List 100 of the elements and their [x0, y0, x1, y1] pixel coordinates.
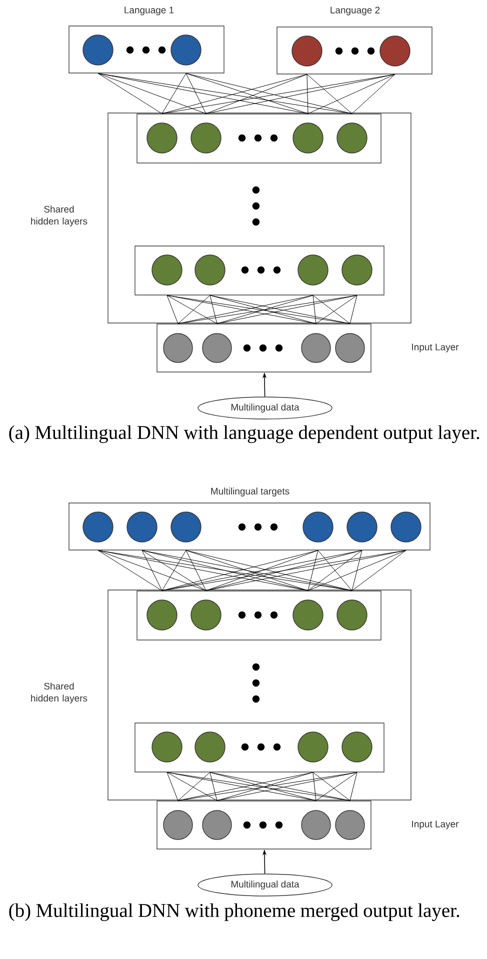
neuron-circle	[202, 333, 232, 363]
connection-line	[318, 550, 352, 591]
connection-line	[162, 550, 186, 591]
neuron-circle	[390, 512, 422, 542]
connection-line	[186, 73, 206, 114]
connection-line	[186, 550, 352, 591]
connection-line	[166, 772, 178, 801]
connection-line	[142, 550, 206, 591]
connection-line	[350, 772, 358, 801]
layer-box: Language 2	[276, 6, 432, 74]
connection-line	[178, 772, 210, 801]
neuron-circle	[302, 512, 334, 542]
neuron-circle	[170, 34, 202, 66]
neuron-circle	[380, 36, 410, 66]
node-label: Language 2	[330, 6, 380, 16]
connection-line	[312, 295, 350, 324]
connection-line	[206, 74, 396, 114]
layer-box	[136, 590, 382, 640]
neuron-circle	[346, 512, 378, 542]
neuron-circle	[298, 732, 328, 762]
neuron-circle	[194, 732, 226, 762]
connection-line	[178, 295, 210, 324]
connection-line	[98, 550, 352, 591]
connection-line	[352, 550, 406, 591]
layer-box	[136, 114, 382, 164]
neuron-circle	[82, 512, 114, 542]
layer-box: Input Layer	[156, 800, 459, 850]
neuron-circle	[336, 122, 368, 154]
neuron-circle	[163, 333, 193, 363]
connection-line	[186, 73, 308, 114]
neuron-circle	[336, 600, 368, 630]
neuron-circle	[202, 810, 232, 840]
layer-box: Shared hidden layers	[31, 112, 412, 324]
connection-line	[312, 772, 316, 801]
caption: (b) Multilingual DNN with phoneme merged output layer.	[9, 903, 460, 922]
neuron-circle	[152, 254, 182, 286]
connection-line	[352, 74, 396, 114]
connection-line	[98, 550, 162, 591]
connection-line	[210, 772, 218, 801]
connection-line	[142, 550, 308, 591]
neuron-circle	[126, 512, 158, 542]
node-label: Language 1	[124, 6, 174, 16]
neuron-circle	[170, 512, 202, 542]
connection-line	[186, 550, 308, 591]
connection-line	[206, 550, 406, 591]
connection-line	[308, 550, 362, 591]
neuron-circle	[292, 36, 322, 66]
node-label: Shared hidden layers	[31, 682, 88, 704]
layer-box: Input Layer	[156, 324, 459, 372]
connection-line	[186, 550, 206, 591]
node-label: Input Layer	[412, 344, 459, 352]
connection-line	[308, 74, 396, 114]
connection-line	[162, 74, 396, 114]
layer-box	[134, 246, 384, 296]
connection-line	[162, 74, 308, 114]
neuron-circle	[163, 810, 193, 840]
connection-line	[308, 550, 406, 591]
node-label: Shared hidden layers	[31, 206, 88, 226]
connection-line	[352, 550, 362, 591]
neuron-circle	[292, 600, 324, 630]
connection-line	[162, 550, 406, 591]
neuron-circle	[301, 810, 331, 840]
neuron-circle	[301, 333, 331, 363]
connection-line	[312, 295, 316, 324]
connection-line	[162, 73, 186, 114]
connection-line	[98, 73, 352, 114]
neuron-circle	[152, 732, 182, 762]
layer-box: Shared hidden layers	[31, 590, 412, 800]
neuron-circle	[194, 254, 226, 286]
neuron-circle	[342, 732, 372, 762]
connection-line	[206, 74, 308, 114]
connection-line	[206, 550, 362, 591]
connection-line	[98, 550, 206, 591]
connection-line	[162, 550, 318, 591]
neuron-circle	[298, 254, 328, 286]
connection-line	[186, 73, 352, 114]
neuron-circle	[335, 333, 365, 363]
neuron-circle	[190, 600, 222, 630]
connection-line	[142, 550, 162, 591]
neuron-circle	[342, 254, 372, 286]
layer-box: Multilingual targets	[68, 488, 430, 550]
connection-line	[316, 772, 358, 801]
connection-line	[306, 74, 352, 114]
node-label: Multilingual targets	[211, 488, 290, 496]
layer-box: Language 1	[68, 6, 224, 74]
neuron-circle	[292, 122, 324, 154]
connection-line	[98, 73, 162, 114]
neuron-circle	[335, 810, 365, 840]
connection-line	[306, 74, 308, 114]
neuron-circle	[190, 122, 222, 154]
connection-line	[312, 772, 350, 801]
node-label: Input Layer	[412, 820, 459, 830]
connection-line	[210, 295, 218, 324]
connection-line	[166, 295, 218, 324]
layer-box	[134, 722, 384, 772]
connection-line	[316, 295, 358, 324]
neuron-circle	[146, 600, 178, 630]
neuron-circle	[82, 34, 114, 66]
connection-line	[166, 295, 178, 324]
connection-line	[350, 295, 358, 324]
